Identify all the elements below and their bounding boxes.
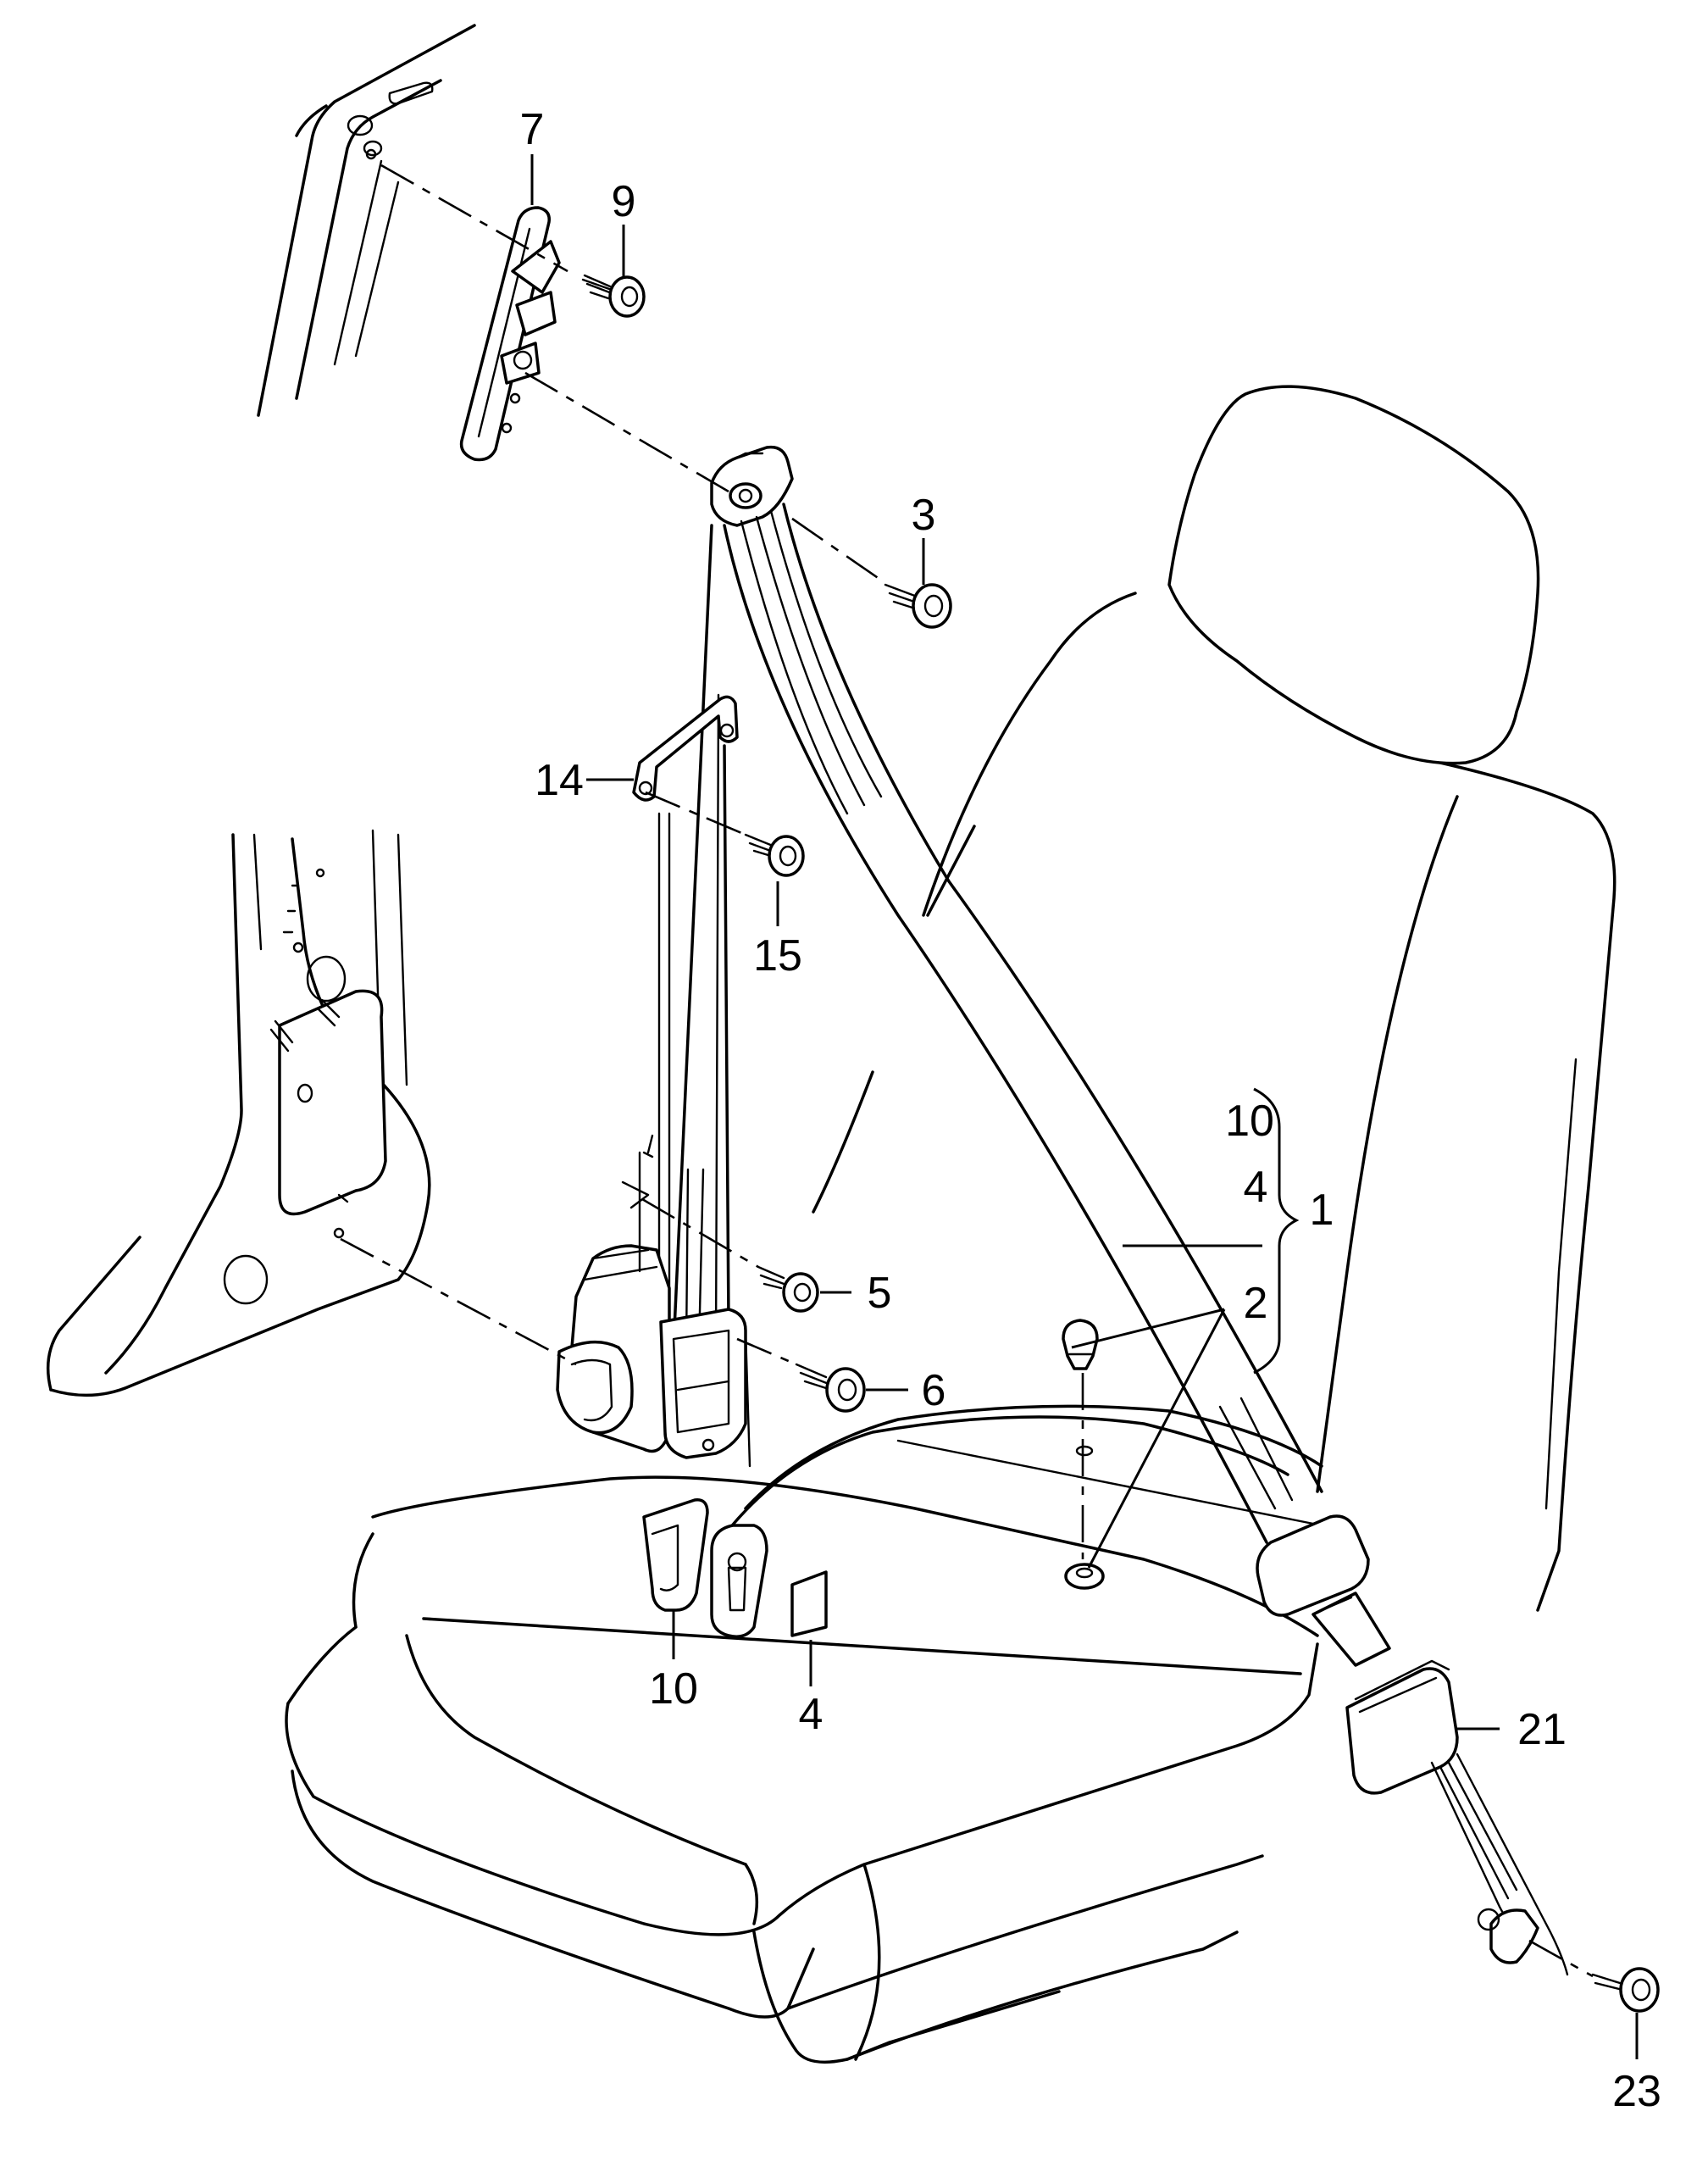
latch-plate [710, 1524, 768, 1638]
headrest [1167, 385, 1540, 765]
callout-4: 4 [799, 1690, 824, 1739]
seat-back [812, 592, 1616, 1612]
leader-lines [530, 154, 1639, 2059]
bolt-9 [581, 274, 646, 318]
bolt-3 [884, 583, 952, 629]
d-ring-anchor [710, 445, 794, 527]
seat-cushion [285, 1475, 1319, 2064]
callout-5: 5 [868, 1269, 892, 1318]
callout-23: 23 [1612, 2067, 1661, 2116]
upper-pillar-panel [257, 24, 476, 417]
lap-belt [727, 1404, 1323, 1531]
belt-retractor [556, 1134, 751, 1468]
callout-10: 10 [649, 1664, 698, 1714]
cover-cap-part [642, 1498, 709, 1612]
callout-2: 2 [1244, 1279, 1268, 1328]
callouts: 7 9 3 14 15 10 4 1 2 5 6 10 4 21 23 [520, 105, 1661, 2116]
shoulder-belt-webbing [657, 503, 1323, 1544]
belt-guide-bracket [632, 695, 739, 802]
grommet [1064, 1445, 1105, 1590]
belt-tongue [1256, 1514, 1391, 1667]
callout-6: 6 [922, 1366, 946, 1415]
callout-21: 21 [1517, 1705, 1567, 1754]
bolt-15 [744, 833, 805, 877]
label-sticker [790, 1570, 828, 1637]
callout-14: 14 [535, 756, 584, 805]
bolt-23 [1591, 1967, 1660, 2013]
callout-4-group: 4 [1244, 1163, 1268, 1212]
callout-10-group: 10 [1225, 1097, 1274, 1146]
callout-9: 9 [612, 177, 636, 226]
bolt-5 [757, 1265, 819, 1313]
height-adjuster-part [459, 206, 561, 462]
lower-pillar-panel [46, 829, 431, 1397]
callout-3: 3 [912, 491, 936, 540]
buckle [1345, 1659, 1569, 1976]
callout-15: 15 [753, 931, 802, 981]
callout-7: 7 [520, 105, 545, 154]
assembly-lines [340, 164, 1594, 1978]
callout-1: 1 [1310, 1186, 1334, 1235]
bolt-6 [795, 1363, 866, 1413]
